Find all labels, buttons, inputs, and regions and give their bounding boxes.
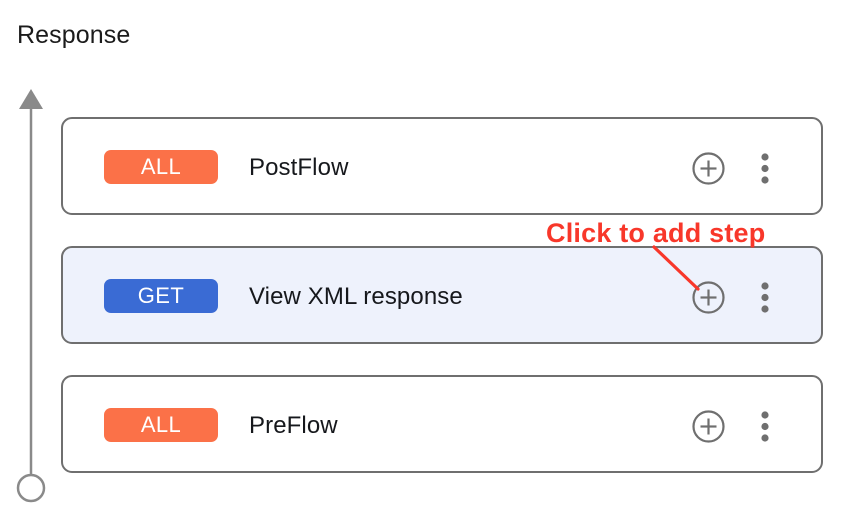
plus-circle-icon[interactable]	[692, 410, 725, 443]
flow-step-label: PostFlow	[249, 154, 349, 181]
kebab-menu-icon[interactable]	[751, 410, 779, 443]
method-badge-get: GET	[104, 279, 218, 313]
method-badge-all: ALL	[104, 408, 218, 442]
flow-step-label: PreFlow	[249, 412, 338, 439]
flow-direction-axis-icon	[16, 89, 46, 503]
flow-step-row[interactable]: ALL PreFlow	[61, 375, 823, 473]
kebab-menu-icon[interactable]	[751, 281, 779, 314]
flow-step-row-selected[interactable]: GET View XML response	[61, 246, 823, 344]
page-title: Response	[17, 21, 131, 49]
flow-step-label: View XML response	[249, 283, 463, 310]
plus-circle-icon[interactable]	[692, 152, 725, 185]
kebab-menu-icon[interactable]	[751, 152, 779, 185]
method-badge-all: ALL	[104, 150, 218, 184]
annotation-label: Click to add step	[546, 218, 766, 248]
flow-step-row[interactable]: ALL PostFlow	[61, 117, 823, 215]
plus-circle-icon[interactable]	[692, 281, 725, 314]
